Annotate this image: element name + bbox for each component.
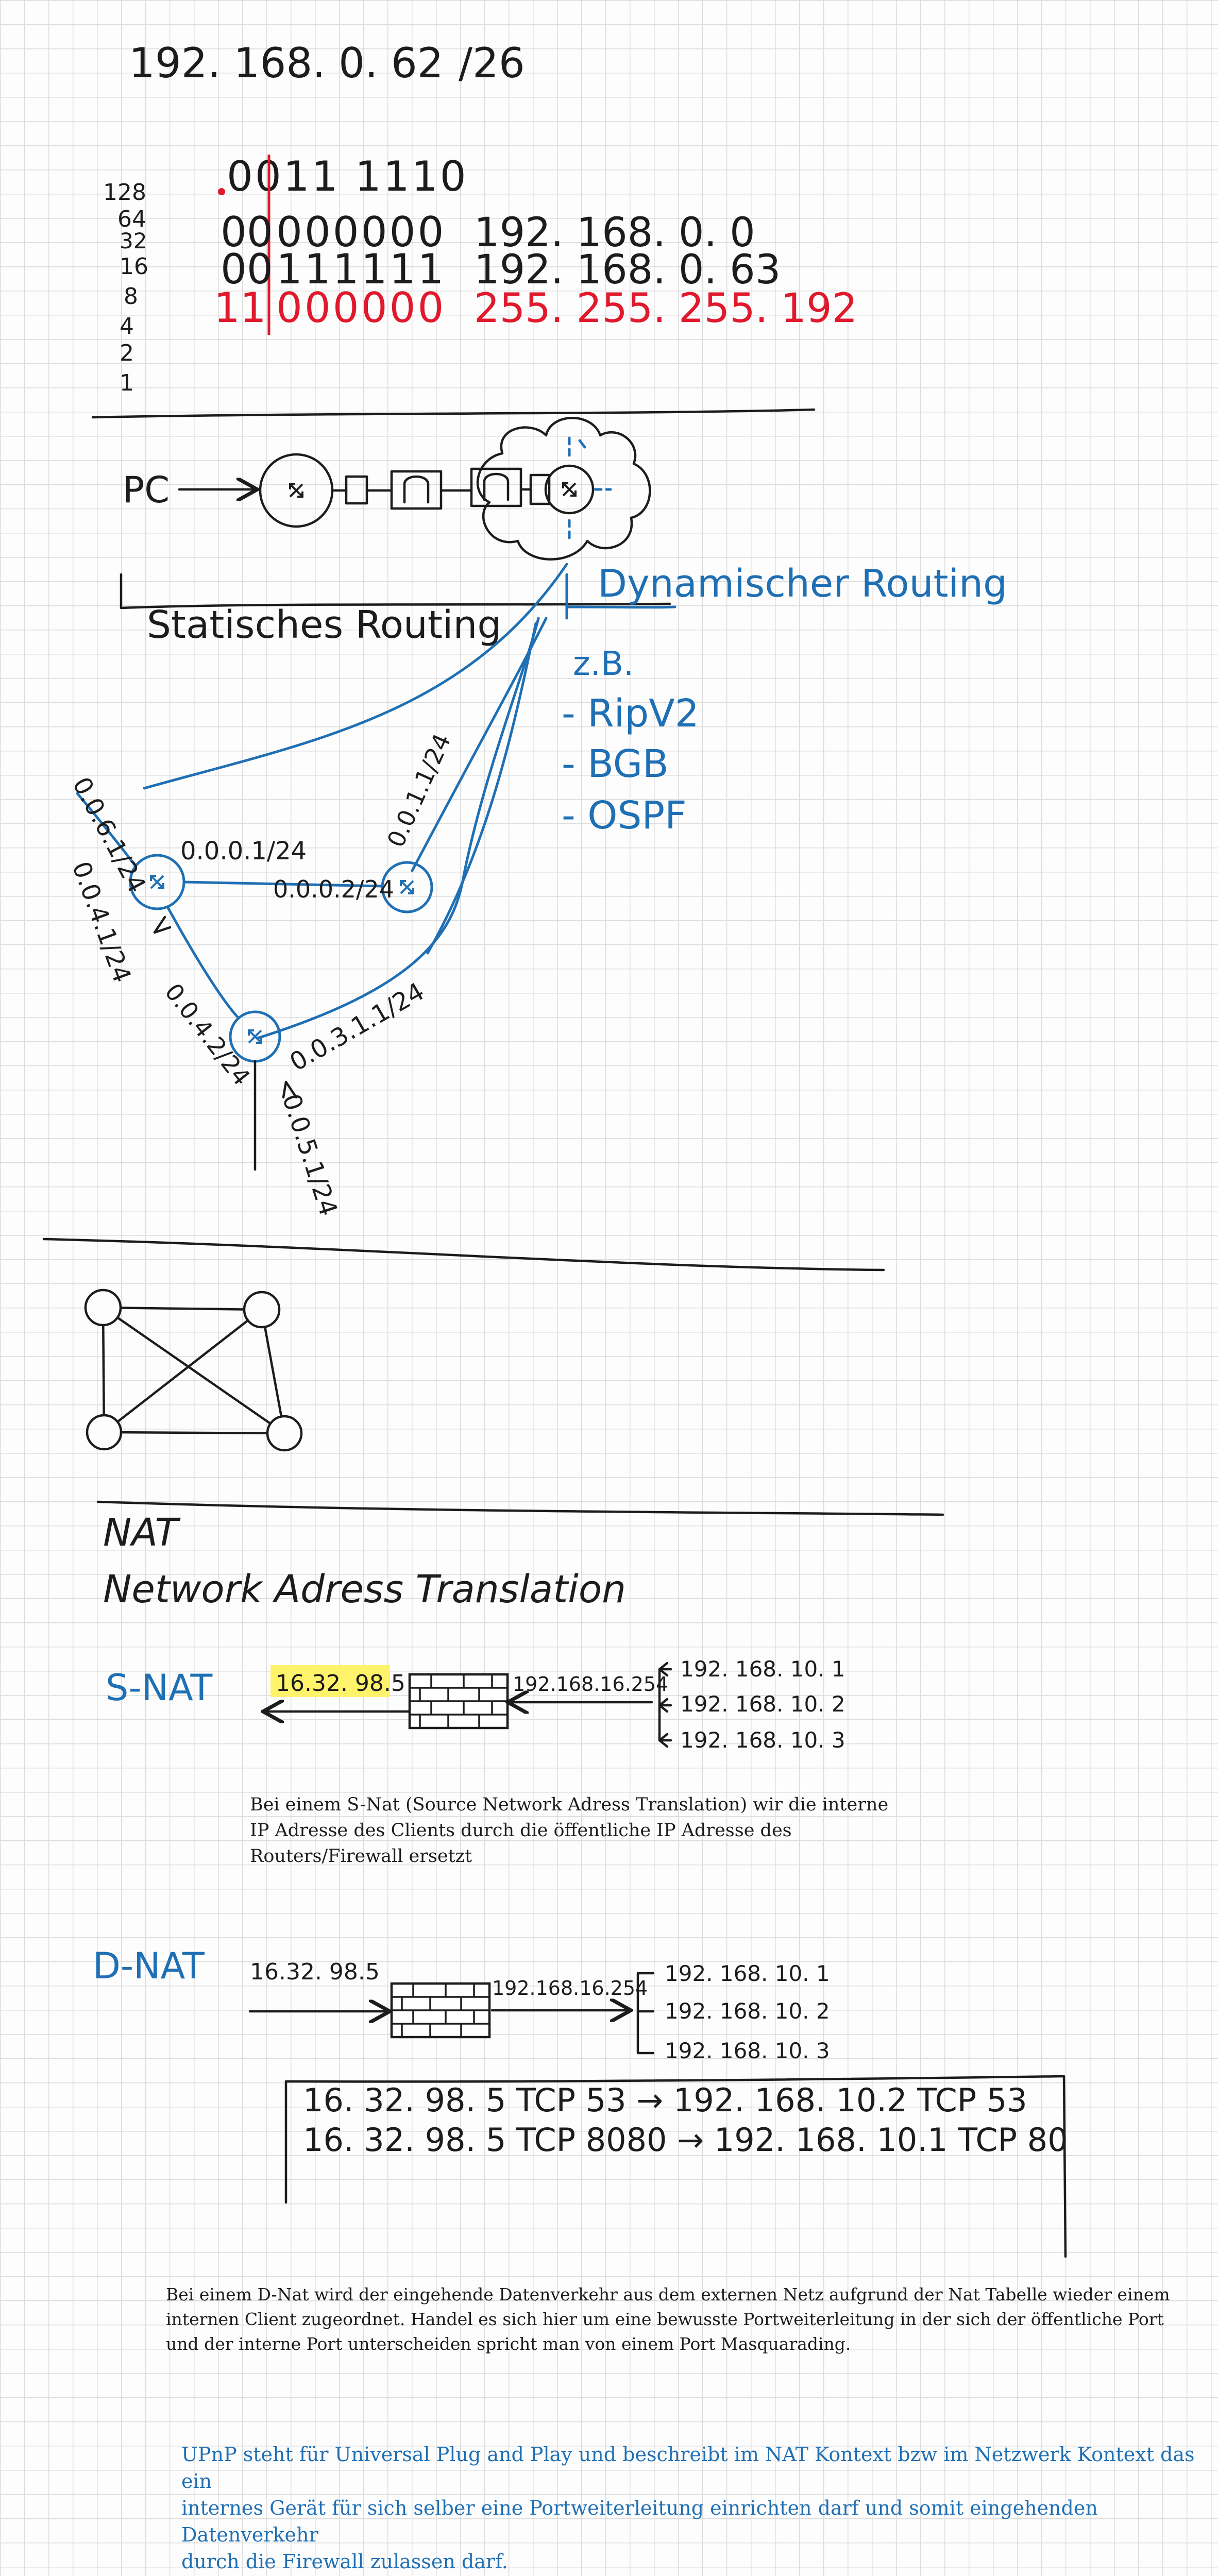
- nat-table-row: 16. 32. 98. 5 TCP 8080 → 192. 168. 10.1 …: [303, 2121, 1068, 2159]
- mask-net-bits: 11: [214, 284, 266, 332]
- bit-weight: 4: [120, 313, 134, 340]
- snat-label: S-NAT: [106, 1667, 213, 1709]
- bit-weight: 32: [120, 228, 147, 253]
- divider-line: [91, 408, 816, 419]
- snat-client-ip: 192. 168. 10. 1: [680, 1656, 845, 1682]
- snat-client-ip: 192. 168. 10. 3: [680, 1727, 845, 1753]
- bit-weight: 128: [103, 179, 146, 206]
- snat-description: Bei einem S-Nat (Source Network Adress T…: [250, 1794, 889, 1867]
- link-static-to-cloud: [143, 563, 568, 790]
- router-link: [76, 792, 137, 867]
- link-label: 0.0.0.1/24: [180, 837, 307, 866]
- net-bits-row-1: 00: [221, 208, 273, 256]
- protocol-ripv2: - RipV2: [562, 691, 699, 736]
- dynamic-routing-label: Dynamischer Routing: [598, 562, 1007, 606]
- dnat-router-ip: 192.168.16.254: [492, 1977, 648, 1999]
- public-ip-highlight: [270, 1665, 390, 1697]
- pc-label: PC: [123, 469, 170, 511]
- network-address: 192. 168. 0. 0: [474, 210, 755, 256]
- broadcast-address: 192. 168. 0. 63: [474, 247, 781, 293]
- dnat-client-ip: 192. 168. 10. 3: [665, 2038, 830, 2063]
- nat-title: NAT: [103, 1511, 181, 1555]
- mesh-topology-diagram: [84, 1289, 303, 1452]
- firewall-icon: [410, 1674, 508, 1728]
- snat-client-ip: 192. 168. 10. 2: [680, 1691, 845, 1717]
- protocol-ospf: - OSPF: [562, 793, 687, 838]
- dynamic-route-marks: [568, 436, 612, 543]
- snat-public-ip: 16.32. 98.5: [276, 1670, 405, 1697]
- link-router-to-cloud: [426, 622, 537, 955]
- binary-top-row: 0011 1110: [227, 152, 468, 200]
- link-label: 0.0.3.1.1/24: [285, 977, 429, 1077]
- dnat-client-ip: 192. 168. 10. 1: [665, 1961, 830, 1986]
- modem-icon: [470, 467, 522, 507]
- cloud-icon: [476, 417, 651, 561]
- link-label: 0.0.5.1/24: [277, 1090, 343, 1219]
- nat-table-row: 16. 32. 98. 5 TCP 53 → 192. 168. 10.2 TC…: [303, 2081, 1027, 2119]
- snat-router-ip: 192.168.16.254: [513, 1673, 668, 1696]
- router-link: [166, 905, 240, 1019]
- static-routing-label: Statisches Routing: [147, 603, 501, 647]
- modem-icon: [390, 470, 443, 510]
- nat-table-frame: [284, 2075, 1067, 2258]
- dynamic-routing-bracket: [565, 573, 676, 620]
- dnat-description: Bei einem D-Nat wird der eingehende Date…: [166, 2284, 1170, 2354]
- link-label: 0.0.1.1/24: [382, 730, 456, 852]
- router-link: [182, 880, 384, 888]
- static-routing-bracket: [120, 573, 671, 609]
- subnet-mask: 255. 255. 255. 192: [474, 285, 857, 332]
- mask-host-bits: 000000: [276, 284, 446, 332]
- dnat-client-ip: 192. 168. 10. 2: [665, 1998, 830, 2024]
- bit-weight: 1: [120, 370, 134, 396]
- bit-weight: 2: [120, 340, 134, 366]
- link-label: 0.0.4.2/24: [159, 978, 256, 1091]
- dnat-public-ip: 16.32. 98.5: [250, 1959, 380, 1985]
- ip-address-title: 192. 168. 0. 62: [129, 39, 444, 87]
- link-lower-router-to-cloud: [256, 617, 540, 1040]
- connector-icon: [345, 475, 368, 505]
- router-icon: [259, 453, 334, 528]
- host-bits-row-1: 000000: [276, 208, 446, 256]
- dnat-label: D-NAT: [93, 1945, 205, 1987]
- connector-icon: [529, 473, 551, 505]
- router-icon: [544, 464, 595, 515]
- example-label: z.B.: [573, 645, 634, 683]
- link-router-to-cloud: [411, 617, 548, 872]
- firewall-icon: [392, 1984, 489, 2037]
- host-bits-row-2: 111111: [276, 245, 446, 293]
- divider-line: [96, 1500, 944, 1516]
- bit-weight-column: 128 64 32 16 8 4 2 1: [103, 179, 148, 396]
- protocol-bgb: - BGB: [562, 742, 669, 786]
- red-dot-marker: [218, 188, 225, 195]
- divider-line: [42, 1238, 885, 1272]
- upnp-note: UPnP steht für Universal Plug and Play u…: [181, 2443, 1195, 2573]
- net-bits-row-2: 00: [221, 245, 273, 293]
- bit-weight: 16: [120, 253, 148, 280]
- bit-weight: 8: [124, 283, 138, 310]
- nat-subtitle: Network Adress Translation: [103, 1567, 626, 1612]
- bit-weight: 64: [117, 206, 146, 232]
- link-label: 0.0.0.2/24: [273, 875, 394, 903]
- cidr-suffix: /26: [459, 39, 525, 87]
